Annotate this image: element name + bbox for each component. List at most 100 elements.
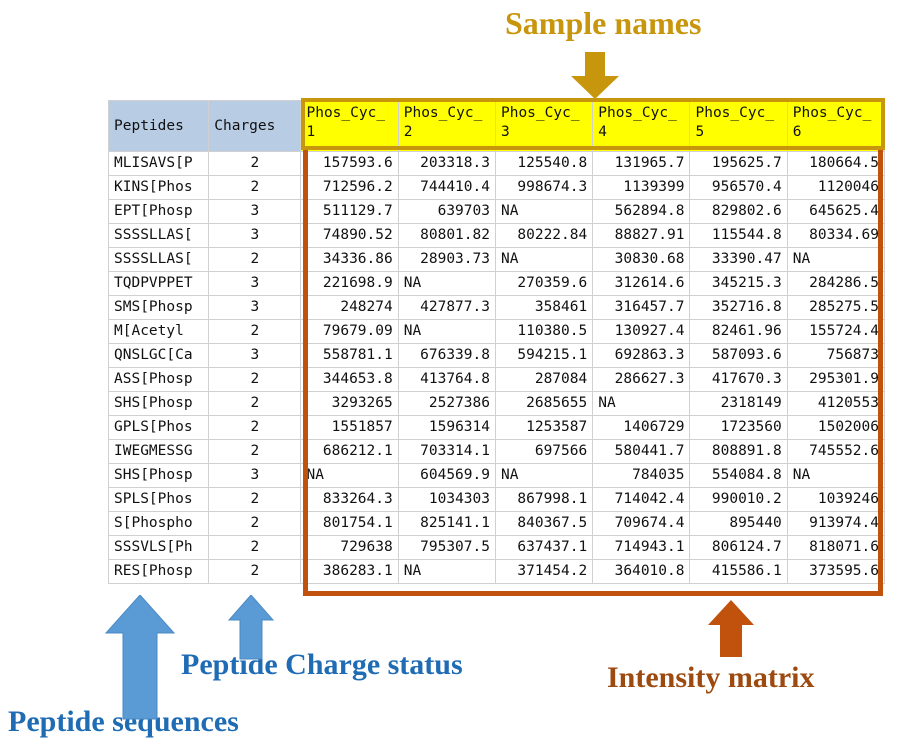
cell-intensity[interactable]: 80801.82 — [397, 223, 496, 248]
cell-intensity[interactable]: 3293265 — [300, 391, 399, 416]
cell-peptide[interactable]: QNSLGC[Ca — [107, 343, 210, 368]
cell-intensity[interactable]: 203318.3 — [397, 151, 496, 176]
cell-intensity[interactable]: 998674.3 — [494, 175, 594, 200]
cell-intensity[interactable]: 712596.2 — [300, 175, 399, 200]
cell-peptide[interactable]: M[Acetyl — [107, 319, 210, 344]
column-header-phos-cyc-3[interactable]: Phos_Cyc_3 — [494, 100, 594, 152]
cell-peptide[interactable]: GPLS[Phos — [107, 415, 210, 440]
cell-peptide[interactable]: S[Phospho — [107, 511, 210, 536]
cell-intensity[interactable]: 554084.8 — [689, 463, 788, 488]
cell-intensity[interactable]: 115544.8 — [689, 223, 788, 248]
cell-intensity[interactable]: NA — [786, 463, 886, 488]
cell-peptide[interactable]: SHS[Phosp — [107, 463, 210, 488]
column-header-phos-cyc-2[interactable]: Phos_Cyc_2 — [397, 100, 496, 152]
cell-charge[interactable]: 3 — [208, 271, 302, 296]
cell-charge[interactable]: 2 — [208, 175, 302, 200]
cell-intensity[interactable]: 697566 — [494, 439, 594, 464]
cell-intensity[interactable]: 895440 — [689, 511, 788, 536]
cell-intensity[interactable]: 415586.1 — [689, 559, 788, 584]
cell-intensity[interactable]: 34336.86 — [300, 247, 399, 272]
cell-intensity[interactable]: 427877.3 — [397, 295, 496, 320]
cell-intensity[interactable]: 344653.8 — [300, 367, 399, 392]
cell-intensity[interactable]: 33390.47 — [689, 247, 788, 272]
cell-intensity[interactable]: NA — [397, 271, 496, 296]
cell-peptide[interactable]: TQDPVPPET — [107, 271, 210, 296]
cell-intensity[interactable]: 295301.9 — [786, 367, 886, 392]
cell-intensity[interactable]: 676339.8 — [397, 343, 496, 368]
cell-charge[interactable]: 2 — [208, 151, 302, 176]
cell-charge[interactable]: 2 — [208, 511, 302, 536]
cell-peptide[interactable]: IWEGMESSG — [107, 439, 210, 464]
cell-intensity[interactable]: NA — [300, 463, 399, 488]
cell-intensity[interactable]: NA — [494, 199, 594, 224]
cell-intensity[interactable]: 562894.8 — [592, 199, 691, 224]
cell-intensity[interactable]: 801754.1 — [300, 511, 399, 536]
cell-intensity[interactable]: 818071.6 — [786, 535, 886, 560]
cell-charge[interactable]: 3 — [208, 463, 302, 488]
cell-intensity[interactable]: 130927.4 — [592, 319, 691, 344]
cell-intensity[interactable]: 28903.73 — [397, 247, 496, 272]
cell-intensity[interactable]: 1039246 — [786, 487, 886, 512]
cell-intensity[interactable]: 180664.5 — [786, 151, 886, 176]
cell-intensity[interactable]: 1596314 — [397, 415, 496, 440]
cell-intensity[interactable]: 714943.1 — [592, 535, 691, 560]
cell-intensity[interactable]: 195625.7 — [689, 151, 788, 176]
cell-intensity[interactable]: 913974.4 — [786, 511, 886, 536]
cell-peptide[interactable]: KINS[Phos — [107, 175, 210, 200]
cell-charge[interactable]: 3 — [208, 295, 302, 320]
cell-peptide[interactable]: SSSSLLAS[ — [107, 223, 210, 248]
cell-intensity[interactable]: 125540.8 — [494, 151, 594, 176]
cell-intensity[interactable]: NA — [786, 247, 886, 272]
cell-peptide[interactable]: SPLS[Phos — [107, 487, 210, 512]
cell-intensity[interactable]: 686212.1 — [300, 439, 399, 464]
cell-intensity[interactable]: 155724.4 — [786, 319, 886, 344]
cell-intensity[interactable]: 703314.1 — [397, 439, 496, 464]
cell-intensity[interactable]: 4120553 — [786, 391, 886, 416]
cell-intensity[interactable]: 417670.3 — [689, 367, 788, 392]
cell-intensity[interactable]: 594215.1 — [494, 343, 594, 368]
cell-intensity[interactable]: 587093.6 — [689, 343, 788, 368]
cell-intensity[interactable]: 345215.3 — [689, 271, 788, 296]
cell-intensity[interactable]: 88827.91 — [592, 223, 691, 248]
cell-intensity[interactable]: 285275.5 — [786, 295, 886, 320]
cell-charge[interactable]: 2 — [208, 367, 302, 392]
cell-intensity[interactable]: 1502006 — [786, 415, 886, 440]
cell-intensity[interactable]: 729638 — [300, 535, 399, 560]
cell-intensity[interactable]: 784035 — [592, 463, 691, 488]
cell-intensity[interactable]: 1139399 — [592, 175, 691, 200]
cell-charge[interactable]: 2 — [208, 415, 302, 440]
cell-intensity[interactable]: 1551857 — [300, 415, 399, 440]
cell-intensity[interactable]: 1253587 — [494, 415, 594, 440]
cell-intensity[interactable]: 2527386 — [397, 391, 496, 416]
column-header-charges[interactable]: Charges — [208, 100, 302, 152]
cell-intensity[interactable]: 714042.4 — [592, 487, 691, 512]
cell-intensity[interactable]: 806124.7 — [689, 535, 788, 560]
cell-charge[interactable]: 3 — [208, 343, 302, 368]
cell-intensity[interactable]: 511129.7 — [300, 199, 399, 224]
cell-intensity[interactable]: 1120046 — [786, 175, 886, 200]
cell-intensity[interactable]: 825141.1 — [397, 511, 496, 536]
cell-intensity[interactable]: 2685655 — [494, 391, 594, 416]
cell-peptide[interactable]: SSSVLS[Ph — [107, 535, 210, 560]
cell-peptide[interactable]: RES[Phosp — [107, 559, 210, 584]
cell-charge[interactable]: 3 — [208, 199, 302, 224]
cell-intensity[interactable]: 745552.6 — [786, 439, 886, 464]
cell-intensity[interactable]: 829802.6 — [689, 199, 788, 224]
cell-intensity[interactable]: 110380.5 — [494, 319, 594, 344]
cell-intensity[interactable]: 709674.4 — [592, 511, 691, 536]
cell-intensity[interactable]: 386283.1 — [300, 559, 399, 584]
cell-charge[interactable]: 2 — [208, 535, 302, 560]
column-header-phos-cyc-6[interactable]: Phos_Cyc_6 — [786, 100, 886, 152]
